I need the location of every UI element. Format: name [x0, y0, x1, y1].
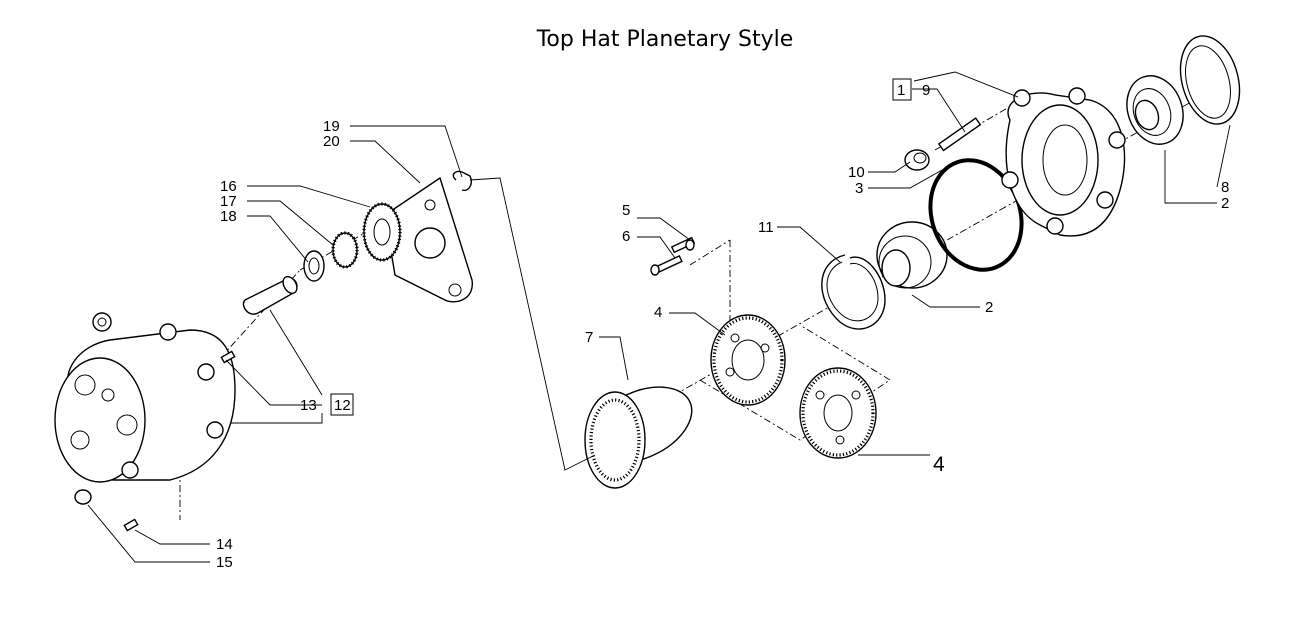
callout-10: 10	[848, 164, 865, 181]
callout-7: 7	[585, 329, 593, 346]
diagram-title: Top Hat Planetary Style	[536, 27, 794, 52]
planet-gear-group	[303, 170, 473, 303]
right-hub-1	[1001, 87, 1126, 237]
seal-8	[1179, 35, 1241, 125]
screw-13	[220, 350, 236, 364]
leader-lines	[87, 71, 1231, 563]
washer-18	[303, 250, 325, 282]
screw-14	[123, 518, 139, 532]
callout-1: 1	[897, 82, 905, 99]
pin-9	[937, 117, 982, 152]
callout-4-upper: 4	[654, 304, 662, 321]
carrier-gear-4-upper	[710, 314, 786, 406]
callout-17: 17	[220, 193, 237, 210]
callout-13: 13	[300, 397, 317, 414]
callout-5: 5	[622, 202, 630, 219]
callout-16: 16	[220, 178, 237, 195]
bearing-cone-2	[876, 221, 948, 289]
callout-box-12	[330, 393, 354, 416]
snap-ring-19	[452, 170, 472, 192]
callout-15: 15	[216, 554, 233, 571]
carrier-gear-4-lower	[799, 367, 877, 459]
snap-ring-11	[821, 254, 886, 330]
bearing-2-right	[1126, 75, 1184, 145]
callout-20: 20	[323, 133, 340, 150]
callout-6: 6	[622, 228, 630, 245]
plug-15	[74, 489, 92, 505]
callout-18: 18	[220, 208, 237, 225]
callout-4-lower: 4	[933, 453, 945, 476]
callout-9: 9	[922, 82, 930, 99]
left-hub-housing	[54, 312, 236, 483]
callout-2-right: 2	[1221, 195, 1229, 212]
callout-12: 12	[334, 397, 351, 414]
callout-14: 14	[216, 536, 233, 553]
callout-11: 11	[758, 219, 774, 236]
callout-2-middle: 2	[985, 299, 993, 316]
ring-gear-7	[584, 386, 693, 489]
callout-19: 19	[323, 118, 340, 135]
callout-3: 3	[855, 180, 863, 197]
callout-box-1	[892, 78, 912, 101]
callout-8: 8	[1221, 179, 1229, 196]
left-small-parts	[74, 275, 298, 532]
callout-labels: 1 9 10 3 8 2 2 11 5 6 4 7 4 19 20 16 17 …	[216, 82, 1229, 571]
bolts-5-6	[650, 236, 696, 276]
plug-10	[904, 149, 930, 171]
